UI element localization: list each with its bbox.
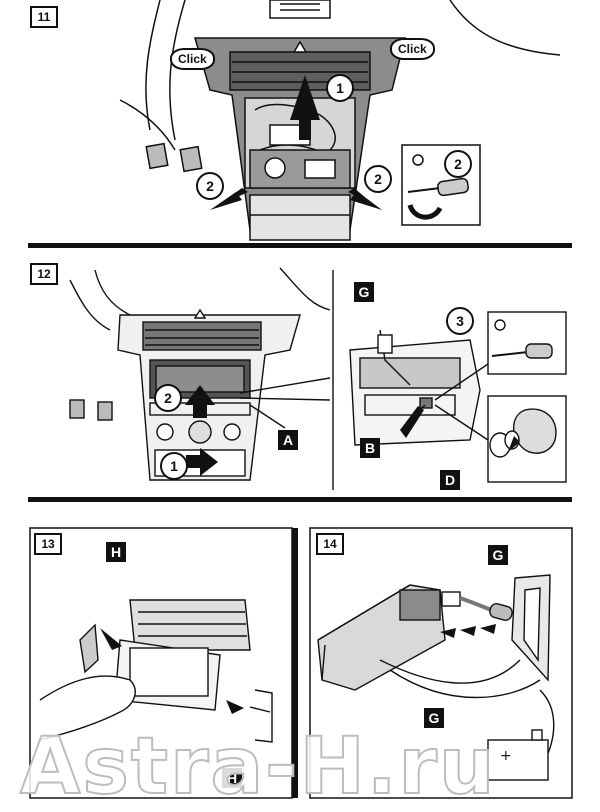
svg-text:+: + bbox=[500, 748, 512, 764]
panel-12-arrows bbox=[185, 385, 218, 476]
panel-14-arrows bbox=[440, 624, 496, 638]
panel-12-right-drawing bbox=[349, 311, 567, 483]
click-label-right: Click bbox=[390, 38, 435, 60]
step-number-12: 12 bbox=[30, 263, 58, 285]
panel-13-14-divider bbox=[292, 528, 298, 798]
label-h-bottom: H bbox=[222, 768, 242, 788]
divider-line bbox=[28, 497, 572, 502]
panel-14-frame bbox=[309, 527, 573, 799]
panel-12-right-arrows bbox=[400, 406, 520, 452]
label-g-bottom: G bbox=[424, 708, 444, 728]
label-h-top: H bbox=[106, 542, 126, 562]
click-label-left: Click bbox=[170, 48, 215, 70]
callout-3: 3 bbox=[446, 307, 474, 335]
step-number-13: 13 bbox=[34, 533, 62, 555]
label-g-top: G bbox=[488, 545, 508, 565]
panel-11-drawing bbox=[119, 0, 561, 241]
callout-1: 1 bbox=[326, 74, 354, 102]
callout-2-right: 2 bbox=[364, 165, 392, 193]
callout-1: 1 bbox=[160, 452, 188, 480]
label-d: D bbox=[440, 470, 460, 490]
step-number-11: 11 bbox=[30, 6, 58, 28]
panel-13-drawing bbox=[39, 599, 273, 743]
label-b: B bbox=[360, 438, 380, 458]
step-number-14: 14 bbox=[316, 533, 344, 555]
panel-13-arrows bbox=[100, 628, 244, 714]
watermark-text: Astra-H.ru bbox=[19, 721, 497, 812]
panel-11-arrows bbox=[210, 75, 382, 210]
panel-14-drawing: + bbox=[317, 574, 555, 781]
callout-2-left: 2 bbox=[196, 172, 224, 200]
label-g: G bbox=[354, 282, 374, 302]
divider-line bbox=[28, 243, 572, 248]
callout-2-inset: 2 bbox=[444, 150, 472, 178]
label-a: A bbox=[278, 430, 298, 450]
callout-2: 2 bbox=[154, 384, 182, 412]
